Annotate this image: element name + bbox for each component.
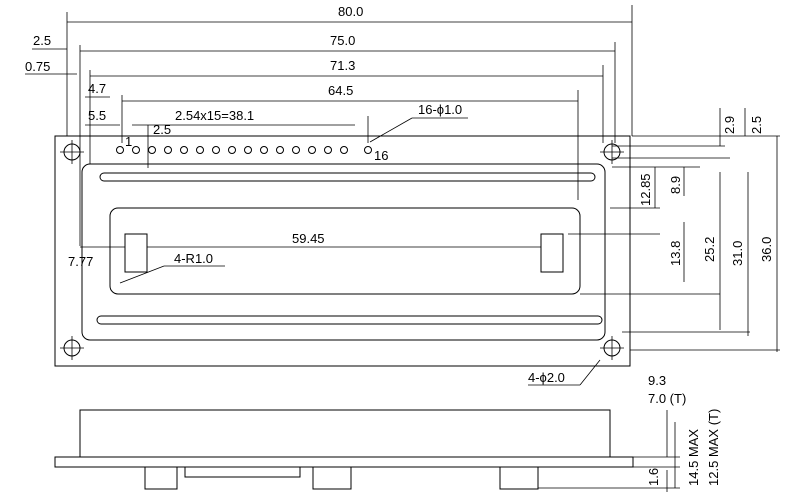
dim-max-height: 14.5 MAX bbox=[686, 429, 701, 486]
dim-char-height: 13.8 bbox=[668, 241, 683, 266]
pin1-label: 1 bbox=[125, 134, 132, 149]
bottom-slot bbox=[96, 315, 603, 325]
side-connector bbox=[184, 466, 301, 478]
dim-window-top: 12.85 bbox=[638, 173, 653, 206]
side-standoff-1 bbox=[144, 466, 178, 490]
mounting-hole-top-right bbox=[600, 140, 624, 164]
viewing-window bbox=[109, 207, 581, 295]
mounting-hole-bottom-right bbox=[600, 336, 624, 360]
side-standoff-2 bbox=[312, 466, 352, 490]
dim-left-edge-to-bezel: 0.75 bbox=[25, 59, 50, 74]
pin16-label: 16 bbox=[374, 148, 388, 163]
dim-left-edge-to-hole: 2.5 bbox=[33, 33, 51, 48]
dim-thickness-led: 9.3 bbox=[648, 373, 666, 388]
top-slot bbox=[99, 172, 596, 182]
dim-pcb-hole-span: 75.0 bbox=[330, 33, 355, 48]
pcb-outline bbox=[54, 135, 631, 367]
dim-left-edge-to-pin1: 5.5 bbox=[88, 108, 106, 123]
side-pcb bbox=[54, 456, 634, 468]
dim-bezel-width: 71.3 bbox=[330, 58, 355, 73]
corner-radius-label: 4-R1.0 bbox=[174, 251, 213, 266]
mounting-holes-label: 4-ϕ2.0 bbox=[528, 370, 565, 385]
dim-viewing-area-width: 64.5 bbox=[328, 83, 353, 98]
active-area-left-char bbox=[124, 233, 148, 273]
dim-overall-height: 36.0 bbox=[759, 237, 774, 262]
side-view bbox=[54, 409, 680, 492]
pin-spec-label: 16-ϕ1.0 bbox=[418, 102, 462, 117]
dim-active-area-to-window: 7.77 bbox=[68, 254, 93, 269]
side-bezel-body bbox=[79, 409, 611, 458]
top-view bbox=[25, 5, 780, 386]
dim-pcb-edge-to-hole-y: 2.5 bbox=[749, 116, 764, 134]
dim-pcb-thickness: 1.6 bbox=[646, 468, 661, 486]
pin-row bbox=[116, 146, 372, 154]
dim-bezel-height: 31.0 bbox=[730, 241, 745, 266]
dim-active-width: 59.45 bbox=[292, 231, 325, 246]
active-area-right-char bbox=[540, 233, 564, 273]
dim-hole-offset-y: 2.9 bbox=[722, 116, 737, 134]
dim-bezel-top: 8.9 bbox=[668, 176, 683, 194]
dim-left-edge-to-bezel-inner: 4.7 bbox=[88, 81, 106, 96]
mounting-hole-bottom-left bbox=[60, 336, 84, 360]
bezel-outline bbox=[81, 163, 606, 341]
dim-overall-width: 80.0 bbox=[338, 4, 363, 19]
dim-viewing-height: 25.2 bbox=[702, 237, 717, 262]
dim-pin-span: 2.54x15=38.1 bbox=[175, 108, 254, 123]
dim-thickness-led-note: 7.0 (T) bbox=[648, 391, 686, 406]
dim-pin-y-offset: 2.5 bbox=[153, 122, 171, 137]
dim-max-height-alt: 12.5 MAX (T) bbox=[706, 409, 721, 486]
side-standoff-3 bbox=[499, 466, 539, 490]
